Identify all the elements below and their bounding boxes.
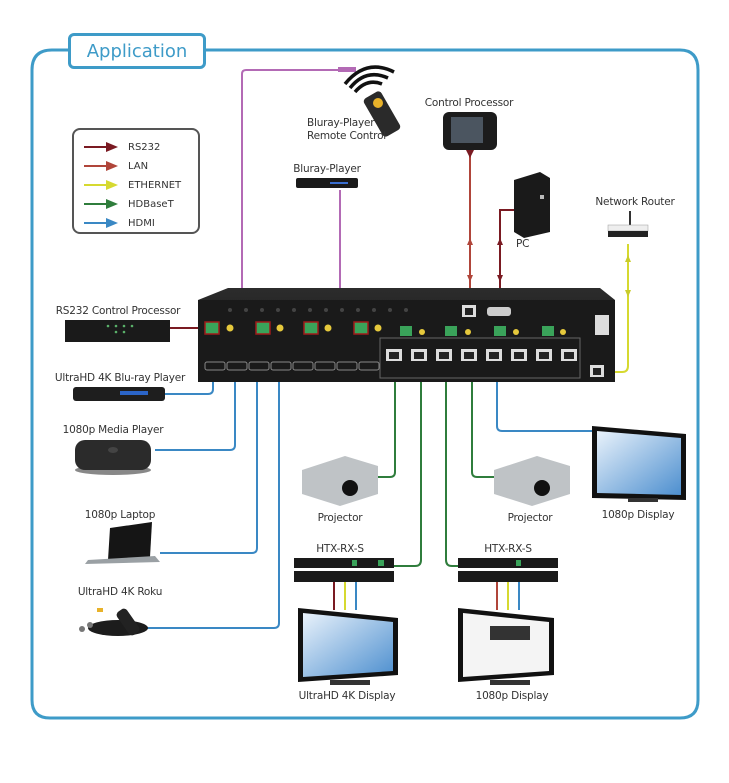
lan-arrow-icon [84, 161, 118, 171]
hdmi-line-uhd-bluray [165, 366, 219, 395]
bluray-player-label: Bluray-Player [293, 163, 361, 175]
hdmi-line-display-right [491, 366, 592, 432]
ir-line [241, 69, 350, 300]
receiver-2-wires [496, 582, 520, 610]
receiver-1-wires [333, 582, 357, 610]
projector-2-icon [494, 456, 570, 506]
remote-label-line2: Remote Control [307, 130, 387, 142]
hdmi-arrow-icon [84, 218, 118, 228]
legend-item-ethernet: ETHERNET [84, 178, 181, 192]
ethernet-arrow-icon [84, 180, 118, 190]
uhd-bluray-player-icon [73, 387, 165, 401]
projector-1-icon [302, 456, 378, 506]
matrix-switcher [198, 288, 615, 382]
legend: RS232 LAN ETHERNET HDBaseT HDMI [72, 128, 200, 234]
legend-label: HDMI [128, 217, 155, 229]
hdbaset-arrow-icon [84, 199, 118, 209]
page-title: Application [68, 33, 206, 69]
legend-item-rs232: RS232 [84, 140, 160, 154]
display-bottom-icon [458, 608, 554, 685]
display-4k-label: UltraHD 4K Display [298, 690, 396, 702]
remote-label: Bluray-Player Remote Control [307, 117, 386, 143]
laptop-label: 1080p Laptop [84, 509, 156, 521]
hdbaset-line-receiver-2 [440, 366, 462, 567]
remote-label-line1: Bluray-Player [307, 117, 375, 129]
media-player-icon [75, 440, 151, 475]
hdbaset-line-projector-2 [466, 366, 500, 478]
legend-label: LAN [128, 160, 149, 172]
hdmi-line-laptop [160, 366, 263, 554]
rs232-control-processor-icon [65, 320, 170, 342]
legend-label: ETHERNET [128, 179, 182, 191]
hdmi-line-roku [140, 366, 285, 629]
pc-label: PC [516, 238, 530, 250]
uhd-bluray-player-label: UltraHD 4K Blu-ray Player [54, 372, 186, 384]
legend-label: RS232 [128, 141, 161, 153]
remote-control-icon [343, 65, 401, 137]
hdbaset-line-projector-1 [378, 366, 401, 478]
legend-item-hdbaset: HDBaseT [84, 197, 174, 211]
receiver-1-icon [294, 558, 394, 582]
roku-label: UltraHD 4K Roku [77, 586, 163, 598]
projector-1-label: Projector [317, 512, 363, 524]
receiver-1-label: HTX-RX-S [316, 543, 364, 555]
pc-icon [514, 172, 550, 238]
hdbaset-line-receiver-1 [392, 366, 427, 567]
ethernet-line [600, 244, 629, 373]
display-4k-icon [298, 608, 398, 685]
display-right-label: 1080p Display [601, 509, 675, 521]
display-right-icon [592, 426, 686, 502]
media-player-label: 1080p Media Player [62, 424, 164, 436]
legend-label: HDBaseT [128, 198, 174, 210]
rs232-arrow-icon [84, 142, 118, 152]
projector-2-label: Projector [507, 512, 553, 524]
hdmi-line-media-player [155, 366, 241, 451]
legend-item-lan: LAN [84, 159, 148, 173]
control-processor-label: Control Processor [424, 97, 514, 109]
rs232-control-processor-label: RS232 Control Processor [55, 305, 181, 317]
control-processor-icon [443, 112, 497, 150]
roku-icon [79, 608, 148, 636]
laptop-icon [85, 522, 160, 564]
receiver-2-label: HTX-RX-S [484, 543, 532, 555]
network-router-label: Network Router [595, 196, 675, 208]
frame-border [30, 48, 700, 720]
legend-item-hdmi: HDMI [84, 216, 155, 230]
network-router-icon [607, 211, 649, 237]
receiver-2-icon [458, 558, 558, 582]
display-bottom-label: 1080p Display [475, 690, 549, 702]
bluray-player-icon [296, 178, 358, 188]
